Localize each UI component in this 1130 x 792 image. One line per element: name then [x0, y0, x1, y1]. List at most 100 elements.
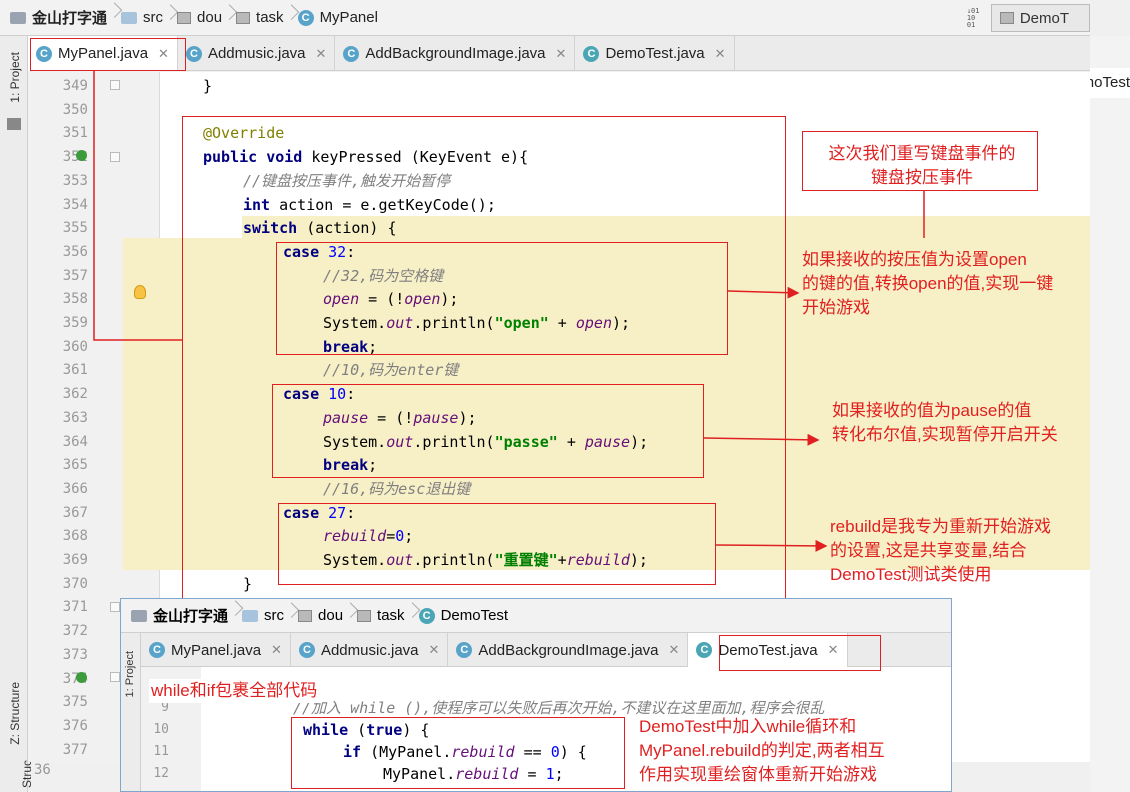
code-token: ; [554, 765, 564, 783]
close-icon[interactable]: ✕ [315, 45, 327, 61]
code-token: : [346, 385, 356, 404]
tab-label: DemoTest.java [718, 641, 818, 659]
line-number: 350 [62, 101, 88, 118]
code-token: keyPressed (KeyEvent e){ [302, 148, 529, 167]
close-icon[interactable]: ✕ [827, 642, 839, 657]
fold-marker-icon[interactable] [110, 672, 120, 682]
code-token: rebuild [566, 551, 630, 569]
breadcrumb-src[interactable]: src [121, 9, 173, 26]
annotation-keypressed: 这次我们重写键盘事件的 键盘按压事件 [828, 144, 1016, 187]
code-token: action = e.getKeyCode(); [270, 195, 496, 214]
implement-icon[interactable] [76, 672, 87, 683]
code-number: 0 [550, 743, 560, 761]
background-tab-label[interactable]: DemoTest [1090, 68, 1130, 98]
code-text: //16,码为esc退出键 [323, 477, 470, 501]
code-number: 1 [545, 765, 555, 783]
breadcrumb-task[interactable]: task [357, 607, 415, 624]
class-icon: C [185, 45, 202, 62]
close-icon[interactable]: ✕ [428, 642, 440, 657]
code-text: //加入 while (),使程序可以失败后再次开始,不建议在这里面加,程序会很… [293, 699, 825, 717]
code-line: 9//加入 while (),使程序可以失败后再次开始,不建议在这里面加,程序会… [141, 697, 951, 719]
overlay-sidebar: 1: Project [121, 633, 141, 791]
line-number: 365 [62, 457, 88, 474]
breadcrumb-dou[interactable]: dou [177, 9, 232, 26]
folder-icon [242, 609, 259, 622]
code-line: 377 [28, 738, 1090, 762]
code-token: //16,码为esc退出键 [323, 479, 471, 498]
code-token: ); [612, 314, 631, 332]
close-icon[interactable]: ✕ [668, 642, 680, 657]
code-token: 32 [328, 242, 347, 261]
override-icon[interactable] [76, 150, 87, 161]
close-icon[interactable]: ✕ [714, 45, 726, 61]
highlight-box-active-tab [30, 38, 186, 71]
close-icon[interactable]: ✕ [158, 45, 169, 61]
code-token: ) { [402, 721, 430, 739]
intention-bulb-icon[interactable] [134, 285, 146, 299]
code-token: "passe" [494, 432, 558, 451]
fold-marker-icon[interactable] [110, 152, 120, 162]
code-token: System. [323, 432, 387, 451]
project-tool-button[interactable]: 1: Project [8, 52, 22, 103]
close-icon[interactable]: ✕ [271, 642, 282, 657]
breadcrumb-label: src [143, 9, 164, 26]
project-tool-button[interactable]: 1: Project [124, 651, 136, 698]
code-token: == [514, 743, 551, 761]
code-token: case [283, 503, 320, 522]
code-line: 352public void keyPressed (KeyEvent e){ [28, 145, 1090, 169]
run-config-button[interactable]: DemoT [990, 4, 1090, 32]
structure-tool-button-secondary[interactable]: Struc [20, 760, 34, 789]
code-keyword: while [303, 721, 349, 739]
code-token: ) { [559, 743, 587, 761]
structure-icon[interactable] [7, 118, 21, 130]
tab-addmusic[interactable]: C Addmusic.java ✕ [178, 36, 336, 71]
tab-label: Addmusic.java [207, 45, 306, 62]
breadcrumb-project[interactable]: 金山打字通 [10, 7, 117, 28]
close-icon[interactable]: ✕ [555, 45, 567, 61]
breadcrumb-label: task [377, 607, 405, 624]
runnable-class-icon: C [583, 45, 600, 62]
annotation-pause: 如果接收的值为pause的值 转化布尔值,实现暂停开启开关 [832, 401, 1058, 444]
code-token: + [548, 314, 576, 332]
structure-tool-button[interactable]: Z: Structure [8, 682, 22, 745]
class-icon: C [343, 45, 360, 62]
run-config-label: DemoT [1019, 9, 1069, 27]
fold-marker-icon[interactable] [110, 602, 120, 612]
highlight-box-demotest-tab [719, 635, 881, 671]
annotation-box-keypressed [802, 131, 1038, 191]
line-number: 372 [62, 623, 88, 640]
breadcrumb-src[interactable]: src [242, 607, 294, 624]
code-token: ( [348, 721, 367, 739]
code-keyword: true [366, 721, 403, 739]
breadcrumb-dou[interactable]: dou [298, 607, 353, 624]
code-token: : [346, 503, 356, 522]
code-token: = (! [359, 290, 405, 309]
code-line: 373 [28, 643, 1090, 667]
breadcrumb-project[interactable]: 金山打字通 [131, 605, 238, 626]
code-token: pause [323, 408, 369, 427]
code-token: break [323, 456, 369, 475]
line-number: 356 [62, 243, 88, 260]
fold-marker-icon[interactable] [110, 80, 120, 90]
code-token: .println( [413, 551, 495, 569]
breadcrumb-task[interactable]: task [236, 9, 294, 26]
code-token: + [557, 551, 567, 569]
line-number: 360 [62, 338, 88, 355]
runnable-class-icon: C [418, 607, 435, 624]
